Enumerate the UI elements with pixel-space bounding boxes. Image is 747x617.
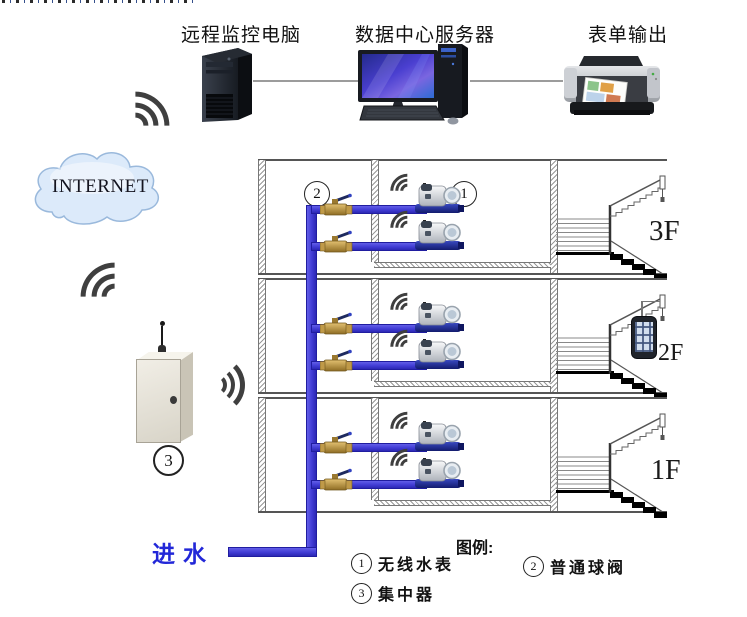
ball-valve-icon <box>320 311 354 335</box>
legend-item-concentrator: 3 集中器 <box>351 581 435 605</box>
left-wall <box>258 279 266 392</box>
printer-icon <box>564 56 660 115</box>
ball-valve-icon <box>320 467 354 491</box>
ball-valve-icon <box>320 348 354 372</box>
floor-line <box>258 273 667 275</box>
valve-marker: 2 <box>304 181 330 207</box>
floor-3f: 3F 2 1 <box>0 159 747 289</box>
antenna-tip <box>159 321 165 326</box>
ball-valve-icon <box>320 229 354 253</box>
left-wall <box>258 398 266 511</box>
legend-marker-1: 1 <box>351 552 372 574</box>
concentrator-box <box>136 359 181 443</box>
phone-wire <box>641 300 660 302</box>
meter-room-slab <box>374 500 551 506</box>
legend-label-valve: 普通球阀 <box>550 560 627 577</box>
meter-room-slab <box>374 262 551 268</box>
legend-item-meter: 1 无线水表 <box>351 551 454 575</box>
legend-item-valve: 2 普通球阀 <box>523 554 626 578</box>
legend-title: 图例: <box>456 540 494 557</box>
left-wall <box>258 160 266 273</box>
desktop-computer-icon <box>358 44 468 125</box>
wifi-signal-cloud-pc-icon <box>87 77 184 174</box>
ball-valve-icon <box>320 192 354 216</box>
printer-label: 表单输出 <box>588 25 669 46</box>
legend-label-concentrator: 集中器 <box>378 587 436 604</box>
legend-label-meter: 无线水表 <box>378 557 455 574</box>
concentrator-marker: 3 <box>153 445 184 476</box>
floor-label-1f: 1F <box>651 455 681 486</box>
right-wall <box>550 160 558 273</box>
internet-cloud-icon <box>34 151 160 225</box>
ceiling-line <box>258 397 667 399</box>
server-label: 数据中心服务器 <box>355 25 496 46</box>
internet-label: INTERNET <box>52 176 149 197</box>
floor-label-2f: 2F <box>658 340 684 366</box>
floor-1f: 1F <box>0 397 747 527</box>
legend-marker-3: 3 <box>351 582 372 604</box>
concentrator-box-top <box>137 352 193 360</box>
smartphone-icon <box>632 317 656 358</box>
ball-valve-icon <box>320 430 354 454</box>
link-line-server-printer <box>470 80 563 82</box>
riser-pipe <box>306 205 317 557</box>
concentrator-antenna <box>161 326 163 358</box>
ceiling-line <box>258 278 667 280</box>
concentrator-box-side <box>180 352 193 442</box>
inlet-label: 进水 <box>152 541 214 567</box>
phone-wire <box>641 301 643 318</box>
floor-line <box>258 392 667 394</box>
link-line-pc-server <box>253 80 365 82</box>
right-wall <box>550 398 558 511</box>
floor-label-3f: 3F <box>649 215 680 247</box>
wireless-water-meter-icon <box>414 220 464 251</box>
wireless-water-meter-icon <box>414 302 464 333</box>
remote-pc-label: 远程监控电脑 <box>181 25 302 46</box>
wireless-water-meter-icon <box>414 339 464 370</box>
wireless-water-meter-icon <box>414 458 464 489</box>
meter-room-slab <box>374 381 551 387</box>
inlet-pipe <box>228 547 317 557</box>
floor-2f: 2F <box>0 278 747 408</box>
clipped-text-fragment <box>2 0 198 3</box>
wireless-water-meter-icon <box>414 183 464 214</box>
floor-line <box>258 511 667 513</box>
ceiling-line <box>258 159 667 161</box>
phone-screen <box>635 322 653 352</box>
concentrator-knob <box>170 396 177 404</box>
tower-computer-icon <box>202 48 252 122</box>
wireless-water-meter-icon <box>414 421 464 452</box>
right-wall <box>550 279 558 392</box>
legend-marker-2: 2 <box>523 555 544 577</box>
